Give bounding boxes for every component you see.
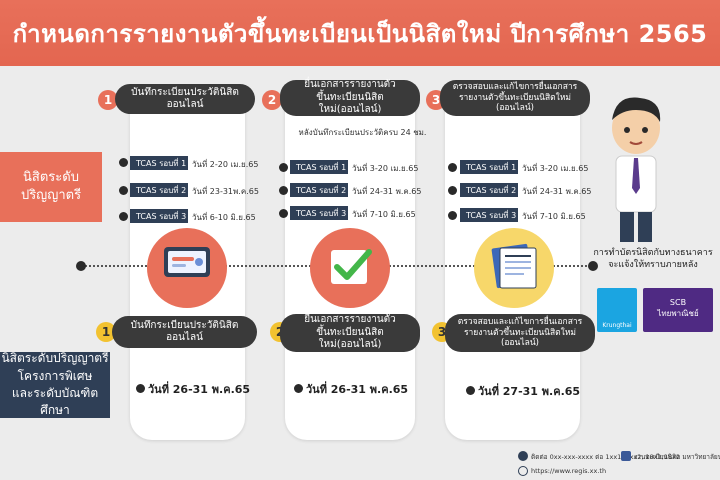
globe-icon <box>518 466 528 476</box>
date-dot <box>466 386 475 395</box>
step-2-date: วันที่ 26-31 พ.ค.65 <box>306 383 409 396</box>
date-dot <box>136 384 145 393</box>
tcas-round-tag: TCAS รอบที่ 3 <box>130 209 188 223</box>
tcas-round-tag: TCAS รอบที่ 2 <box>290 183 348 197</box>
phone-icon <box>518 451 528 461</box>
tcas-round-tag: TCAS รอบที่ 1 <box>460 160 518 174</box>
scb-logo-text: SCB ไทยพาณิชย์ <box>657 298 699 318</box>
tcas-date: วันที่ 2-20 เม.ย.65 <box>192 160 259 169</box>
step-1-number: 1 <box>98 90 118 110</box>
tcas-date: วันที่ 3-20 เม.ย.65 <box>522 164 589 173</box>
tcas-round-tag: TCAS รอบที่ 3 <box>460 208 518 222</box>
timeline-dot-start <box>76 261 86 271</box>
step-3-label-top: ตรวจสอบและแก้ไขการยื่นเอกสาร รายงานตัวขึ… <box>440 80 590 116</box>
krungthai-logo-text: Krungthai <box>602 322 632 329</box>
tcas-dot <box>448 163 457 172</box>
page-title: กำหนดการรายงานตัวขึ้นทะเบียนเป็นนิสิตใหม… <box>12 19 708 48</box>
step-3-date: วันที่ 27-31 พ.ค.65 <box>478 385 581 398</box>
tcas-round-tag: TCAS รอบที่ 3 <box>290 206 348 220</box>
header-bar <box>0 0 720 66</box>
step-2-note: หลังบันทึกระเบียนประวัติครบ 24 ชม. <box>298 128 427 137</box>
tcas-date: วันที่ 24-31 พ.ค.65 <box>522 187 592 196</box>
step-1-date: วันที่ 26-31 พ.ค.65 <box>148 383 251 396</box>
footer-facebook[interactable]: งานทะเบียนนิสิต มหาวิทยาลัยนเรศวร <box>634 453 720 461</box>
tcas-dot <box>448 186 457 195</box>
krungthai-logo: Krungthai <box>597 288 637 332</box>
tcas-dot <box>119 212 128 221</box>
tcas-dot <box>448 211 457 220</box>
band-special: นิสิตระดับปริญญาตรี โครงการพิเศษ และระดั… <box>0 351 110 418</box>
step-3-label-bottom: ตรวจสอบและแก้ไขการยื่นเอกสาร รายงานตัวขึ… <box>445 314 595 352</box>
band-undergrad: นิสิตระดับ ปริญญาตรี <box>0 152 102 222</box>
facebook-icon <box>621 451 631 461</box>
student-character-icon <box>596 88 676 248</box>
documents-icon <box>486 238 544 296</box>
step-1-label-bottom: บันทึกระเบียนประวัตินิสิตออนไลน์ <box>112 316 257 348</box>
scb-logo: SCB ไทยพาณิชย์ <box>643 288 713 332</box>
step-1-number-bottom: 1 <box>96 322 116 342</box>
tcas-dot <box>119 158 128 167</box>
tcas-round-tag: TCAS รอบที่ 2 <box>130 183 188 197</box>
tcas-date: วันที่ 6-10 มิ.ย.65 <box>192 213 256 222</box>
tcas-round-tag: TCAS รอบที่ 1 <box>290 160 348 174</box>
tcas-round-tag: TCAS รอบที่ 1 <box>130 156 188 170</box>
checkbox-check-icon <box>325 240 375 290</box>
footer-phone: ติดต่อ 0xx-xxx-xxxx ต่อ 1xx1, 1xx2, 18x1… <box>531 453 681 461</box>
tcas-date: วันที่ 7-10 มิ.ย.65 <box>352 210 416 219</box>
date-dot <box>294 384 303 393</box>
step-2-label-bottom: ยื่นเอกสารรายงานตัว ขึ้นทะเบียนนิสิตใหม่… <box>280 314 420 352</box>
tcas-dot <box>279 186 288 195</box>
tcas-date: วันที่ 3-20 เม.ย.65 <box>352 164 419 173</box>
tablet-icon <box>162 245 212 279</box>
tcas-date: วันที่ 24-31 พ.ค.65 <box>352 187 422 196</box>
tcas-dot <box>279 163 288 172</box>
tcas-dot <box>279 209 288 218</box>
tcas-date: วันที่ 7-10 มิ.ย.65 <box>522 212 586 221</box>
timeline-dot-end <box>588 261 598 271</box>
tcas-dot <box>119 186 128 195</box>
bank-note: การทำบัตรนิสิตกับทางธนาคาร จะแจ้งให้ทราบ… <box>593 248 713 270</box>
step-1-label-top: บันทึกระเบียนประวัตินิสิตออนไลน์ <box>115 84 255 114</box>
tcas-round-tag: TCAS รอบที่ 2 <box>460 183 518 197</box>
step-2-label-top: ยื่นเอกสารรายงานตัว ขึ้นทะเบียนนิสิตใหม่… <box>280 79 420 116</box>
tcas-date: วันที่ 23-31พ.ค.65 <box>192 187 259 196</box>
step-2-number: 2 <box>262 90 282 110</box>
footer-website[interactable]: https://www.regis.xx.th <box>531 467 607 475</box>
